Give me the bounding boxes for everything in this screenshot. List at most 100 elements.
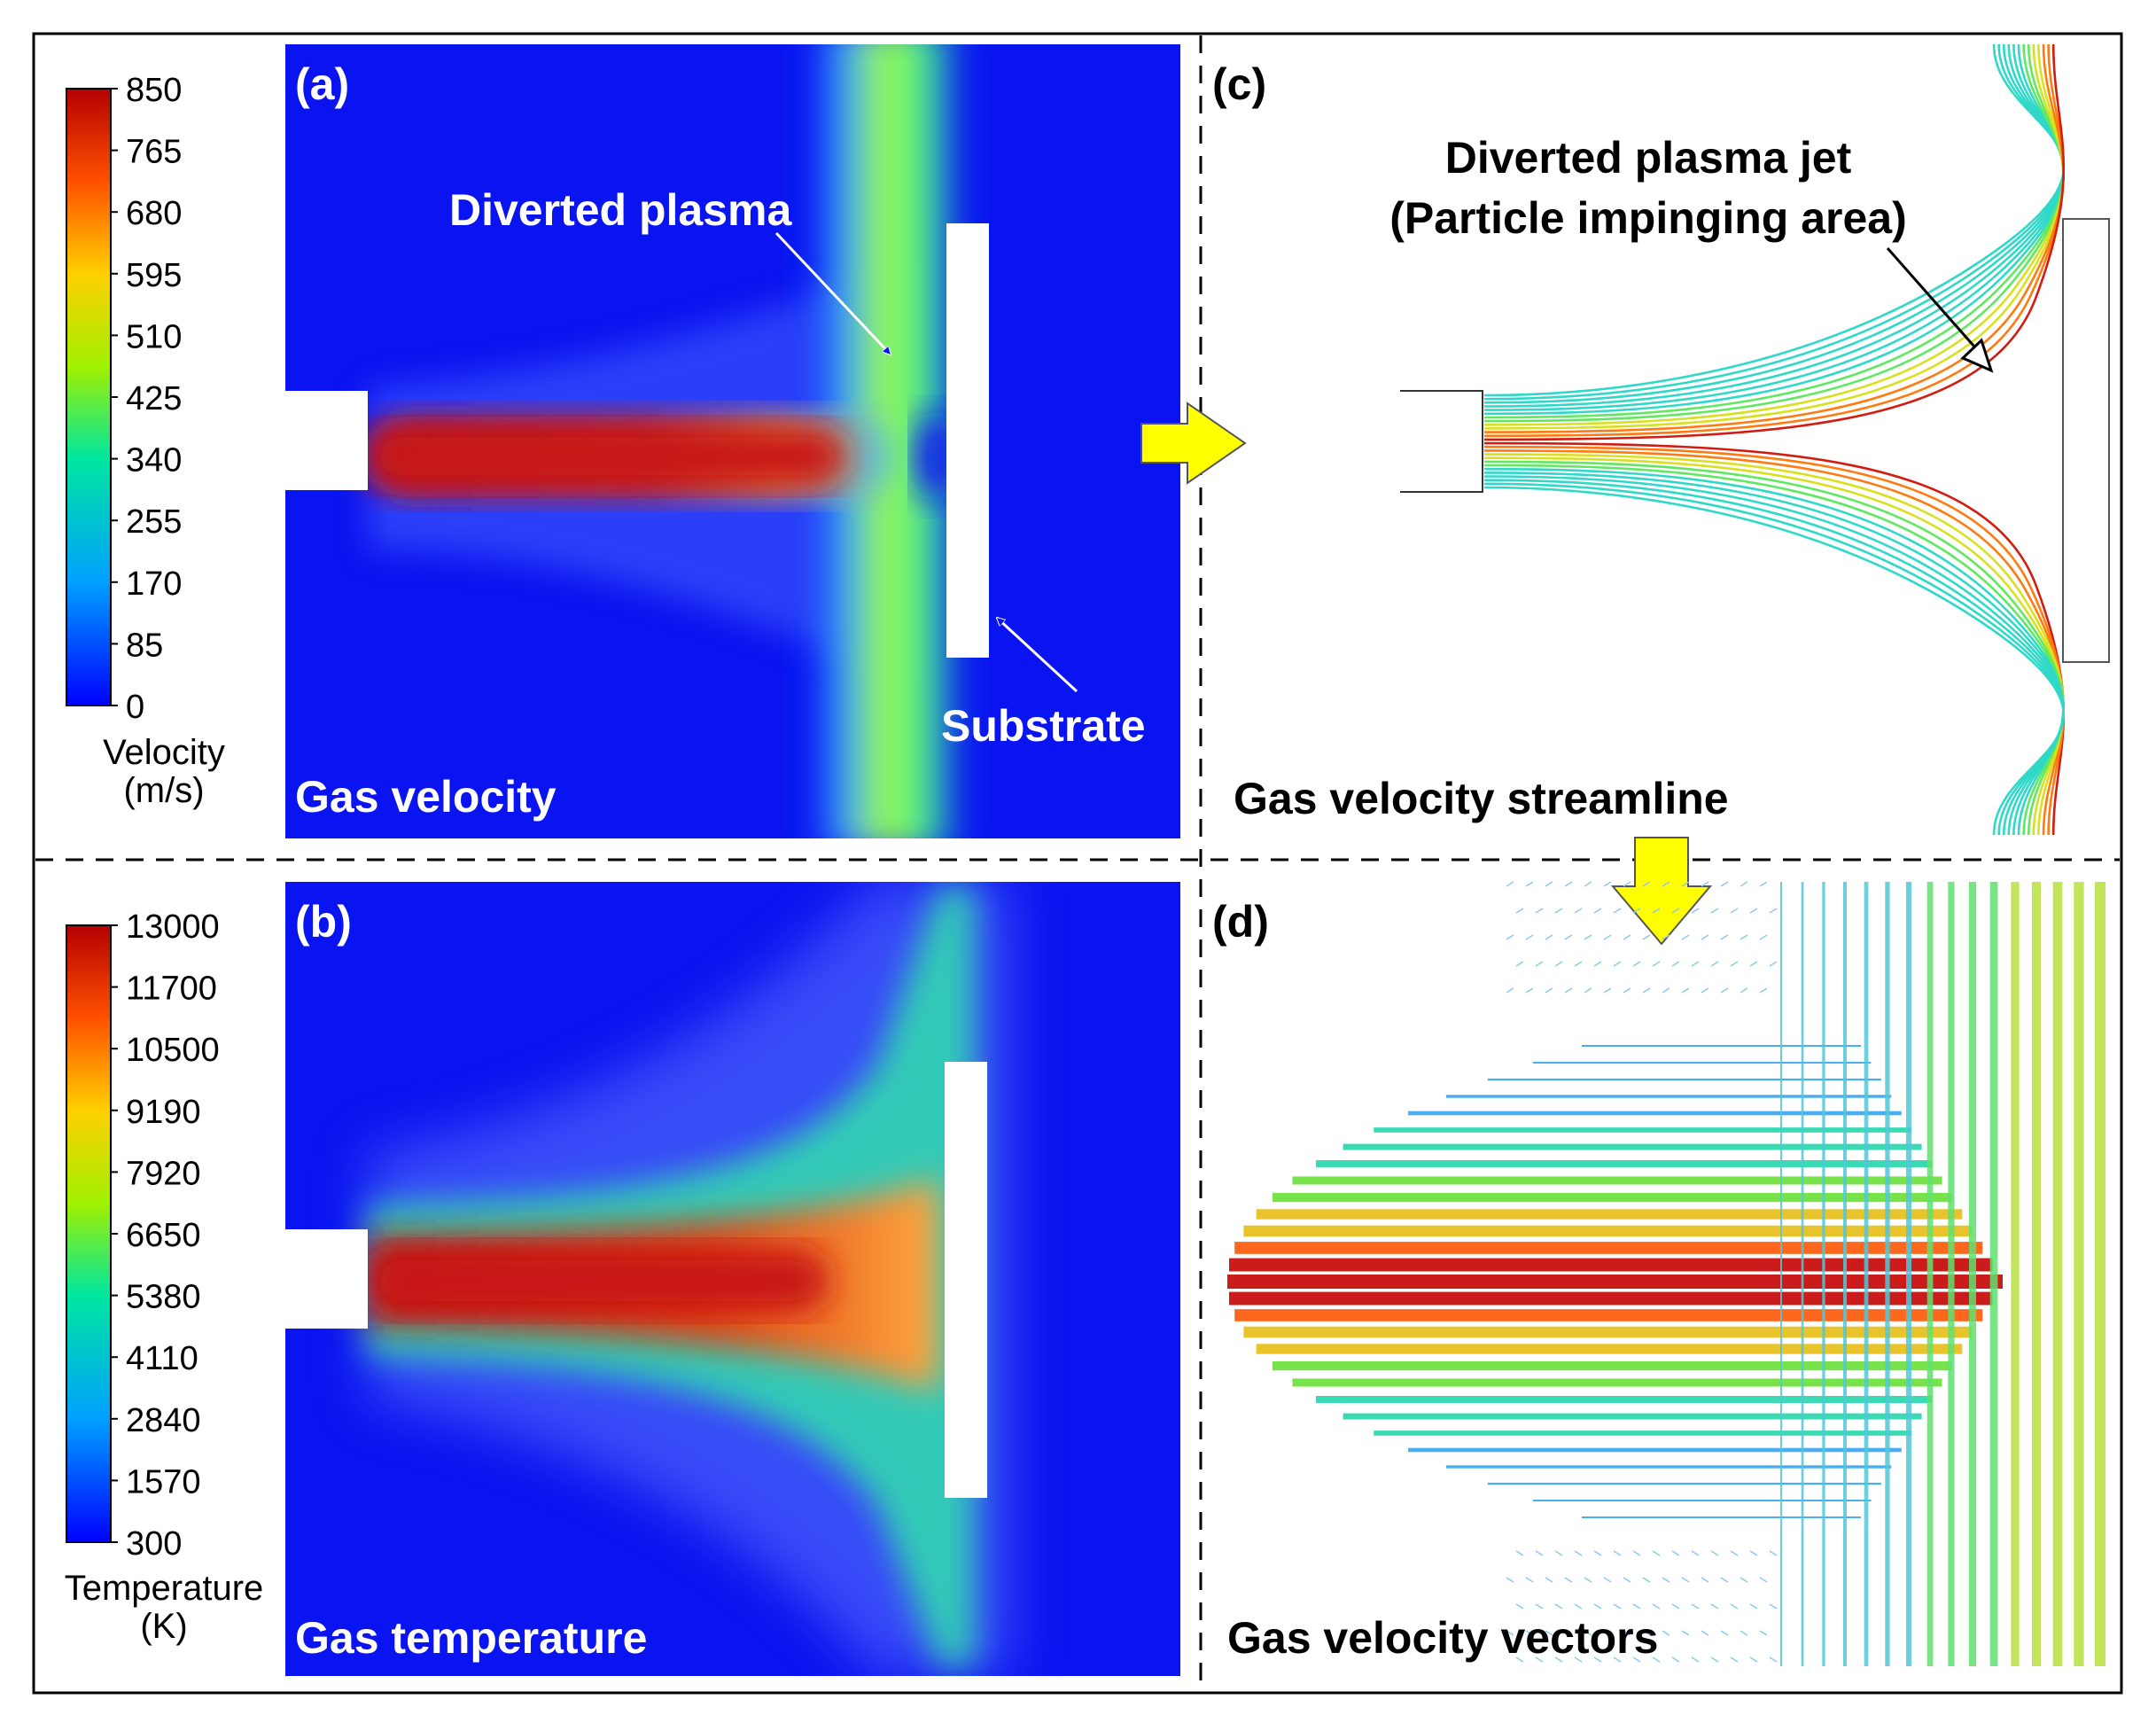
panel-c-caption: Gas velocity streamline xyxy=(1234,774,1729,823)
vector-column xyxy=(1906,882,1911,1666)
vector-arrow xyxy=(1545,987,1553,994)
vector-arrow xyxy=(1515,1603,1524,1610)
vector-row xyxy=(1582,1045,1861,1047)
vector-column xyxy=(2011,882,2020,1666)
vector-arrow xyxy=(1642,987,1651,994)
vector-arrow xyxy=(1720,934,1729,940)
panel-b-caption: Gas temperature xyxy=(295,1613,647,1663)
vector-arrow xyxy=(1671,1657,1680,1663)
vector-arrow xyxy=(1769,1550,1778,1556)
vector-arrow xyxy=(1701,1577,1709,1583)
vector-arrow xyxy=(1701,934,1709,940)
vector-row xyxy=(1445,1095,1892,1098)
vector-row xyxy=(1445,1465,1892,1469)
streamline xyxy=(1483,475,2065,836)
vector-arrow xyxy=(1691,1657,1700,1663)
temperature-tick-label: 2840 xyxy=(126,1402,201,1439)
vector-arrow xyxy=(1593,961,1602,967)
streamline xyxy=(1483,456,2065,836)
temperature-tick-label: 7920 xyxy=(126,1155,201,1192)
torch-nozzle-b xyxy=(285,1229,368,1329)
vector-column xyxy=(1969,882,1976,1666)
vector-arrow xyxy=(1574,1550,1583,1556)
velocity-tick-label: 170 xyxy=(126,565,182,603)
velocity-tick-label: 765 xyxy=(126,134,182,171)
vector-arrow xyxy=(1506,987,1514,994)
temperature-tick-label: 300 xyxy=(126,1525,182,1563)
vector-arrow xyxy=(1769,908,1778,914)
vector-arrow xyxy=(1740,934,1748,940)
vector-arrow xyxy=(1701,881,1709,887)
vector-arrow xyxy=(1623,934,1631,940)
vector-arrow xyxy=(1564,881,1573,887)
vector-row xyxy=(1229,1291,1993,1306)
yellow-right-arrow-icon xyxy=(1140,401,1247,485)
vector-arrow xyxy=(1574,908,1583,914)
streamline xyxy=(1483,43,2065,426)
velocity-jet-core xyxy=(368,427,846,486)
streamline-group xyxy=(1483,43,2066,836)
vector-row xyxy=(1243,1225,1973,1237)
vector-arrow xyxy=(1603,1630,1612,1636)
vector-arrow xyxy=(1632,1550,1641,1556)
vector-arrow xyxy=(1515,1657,1524,1663)
vector-arrow xyxy=(1554,908,1563,914)
vector-arrow xyxy=(1603,881,1612,887)
vector-arrow xyxy=(1671,1550,1680,1556)
vector-arrow xyxy=(1749,908,1758,914)
vector-arrow xyxy=(1642,881,1651,887)
vector-column xyxy=(1989,882,1998,1666)
vector-column xyxy=(2074,882,2084,1666)
vector-arrow xyxy=(1759,1577,1768,1583)
streamline xyxy=(1483,453,2065,836)
vector-arrow xyxy=(1603,1577,1612,1583)
vector-arrow xyxy=(1613,1550,1622,1556)
streamline xyxy=(1483,482,2065,836)
vector-row xyxy=(1487,1482,1881,1485)
vector-arrow xyxy=(1671,1603,1680,1610)
velocity-tick-label: 85 xyxy=(126,627,163,664)
vector-row xyxy=(1343,1143,1922,1150)
vector-row xyxy=(1374,1127,1912,1133)
vector-arrow xyxy=(1564,1577,1573,1583)
vector-arrow xyxy=(1662,881,1670,887)
vector-arrow xyxy=(1681,1630,1690,1636)
vector-arrow xyxy=(1652,1657,1661,1663)
vector-arrow xyxy=(1584,934,1592,940)
substrate-a xyxy=(946,223,989,658)
vector-arrow xyxy=(1584,1630,1592,1636)
vector-arrow xyxy=(1759,987,1768,994)
vector-arrow xyxy=(1593,1550,1602,1556)
vector-arrow xyxy=(1535,908,1544,914)
velocity-colorbar-gradient xyxy=(66,88,112,706)
vector-arrow xyxy=(1662,934,1670,940)
vector-column xyxy=(1864,882,1869,1666)
vector-arrow xyxy=(1710,961,1719,967)
vector-arrow xyxy=(1593,1603,1602,1610)
streamline xyxy=(1483,43,2065,416)
temperature-tick-label: 10500 xyxy=(126,1032,220,1069)
temperature-jet-hotcore xyxy=(368,1250,829,1312)
temperature-tick-label: 1570 xyxy=(126,1463,201,1501)
vector-arrow xyxy=(1535,1550,1544,1556)
vector-arrow xyxy=(1759,881,1768,887)
streamline xyxy=(1483,43,2065,404)
temperature-colorbar-ticks: 1300011700105009190792066505380411028401… xyxy=(111,908,220,1563)
vector-row xyxy=(1292,1176,1942,1185)
vector-arrow xyxy=(1554,1550,1563,1556)
vector-arrow xyxy=(1593,908,1602,914)
temperature-colorbar: 1300011700105009190792066505380411028401… xyxy=(65,908,264,1646)
streamline xyxy=(1483,445,2065,836)
temperature-colorbar-unit: (K) xyxy=(140,1607,187,1646)
torch-nozzle-c xyxy=(1400,390,1483,493)
vector-arrow xyxy=(1574,1603,1583,1610)
vector-column xyxy=(2032,882,2041,1666)
temperature-tick-label: 4110 xyxy=(126,1340,198,1377)
panel-c-tag: (c) xyxy=(1212,59,1266,109)
vector-row xyxy=(1408,1447,1902,1453)
impinging-area-label: (Particle impinging area) xyxy=(1389,193,1906,243)
substrate-arrow xyxy=(997,618,1078,693)
